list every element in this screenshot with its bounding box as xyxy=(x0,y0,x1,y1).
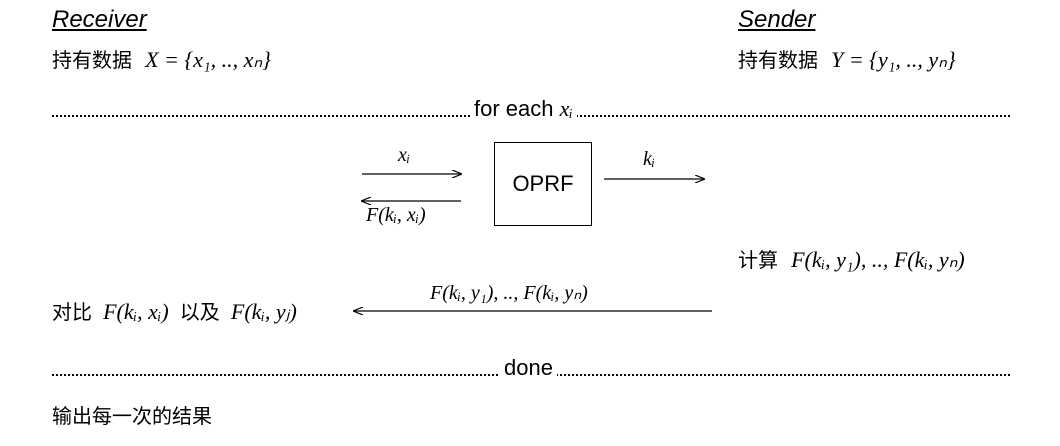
compare-mid: 以及 xyxy=(179,300,220,324)
sender-holds: 持有数据 Y = {y₁, .., yₙ} xyxy=(738,44,956,73)
oprf-to-receiver-label: F(kᵢ, xᵢ) xyxy=(366,204,426,226)
receiver-compare: 对比 F(kᵢ, xᵢ) 以及 F(kᵢ, yⱼ) xyxy=(52,296,297,325)
sender-compute-math: F(kᵢ, y₁), .., F(kᵢ, yₙ) xyxy=(791,247,965,272)
loop-start-var: xᵢ xyxy=(559,96,573,121)
sender-holds-math: Y = {y₁, .., yₙ} xyxy=(831,47,956,72)
sender-holds-label: 持有数据 xyxy=(738,48,818,72)
compare-math-left: F(kᵢ, xᵢ) xyxy=(103,299,169,324)
oprf-box: OPRF xyxy=(494,142,592,226)
receiver-to-oprf-label: xᵢ xyxy=(398,144,411,166)
sender-compute-label: 计算 xyxy=(738,248,778,272)
loop-start-label: for each xᵢ xyxy=(470,98,577,120)
sender-title: Sender xyxy=(738,6,816,33)
receiver-holds: 持有数据 X = {x₁, .., xₙ} xyxy=(52,44,271,73)
receiver-holds-label: 持有数据 xyxy=(52,48,132,72)
compare-math-right: F(kᵢ, yⱼ) xyxy=(230,299,297,324)
loop-start-text: for each xyxy=(474,96,554,121)
sender-compute: 计算 F(kᵢ, y₁), .., F(kᵢ, yₙ) xyxy=(738,244,965,273)
receiver-title: Receiver xyxy=(52,6,147,33)
loop-end-label: done xyxy=(500,357,557,379)
compare-arrow-label: F(kᵢ, y₁), .., F(kᵢ, yₙ) xyxy=(430,282,588,304)
oprf-to-sender-label: kᵢ xyxy=(643,148,656,170)
oprf-box-label: OPRF xyxy=(512,171,574,196)
receiver-holds-math: X = {x₁, .., xₙ} xyxy=(145,47,271,72)
compare-prefix: 对比 xyxy=(52,300,92,324)
output-label: 输出每一次的结果 xyxy=(52,404,212,428)
